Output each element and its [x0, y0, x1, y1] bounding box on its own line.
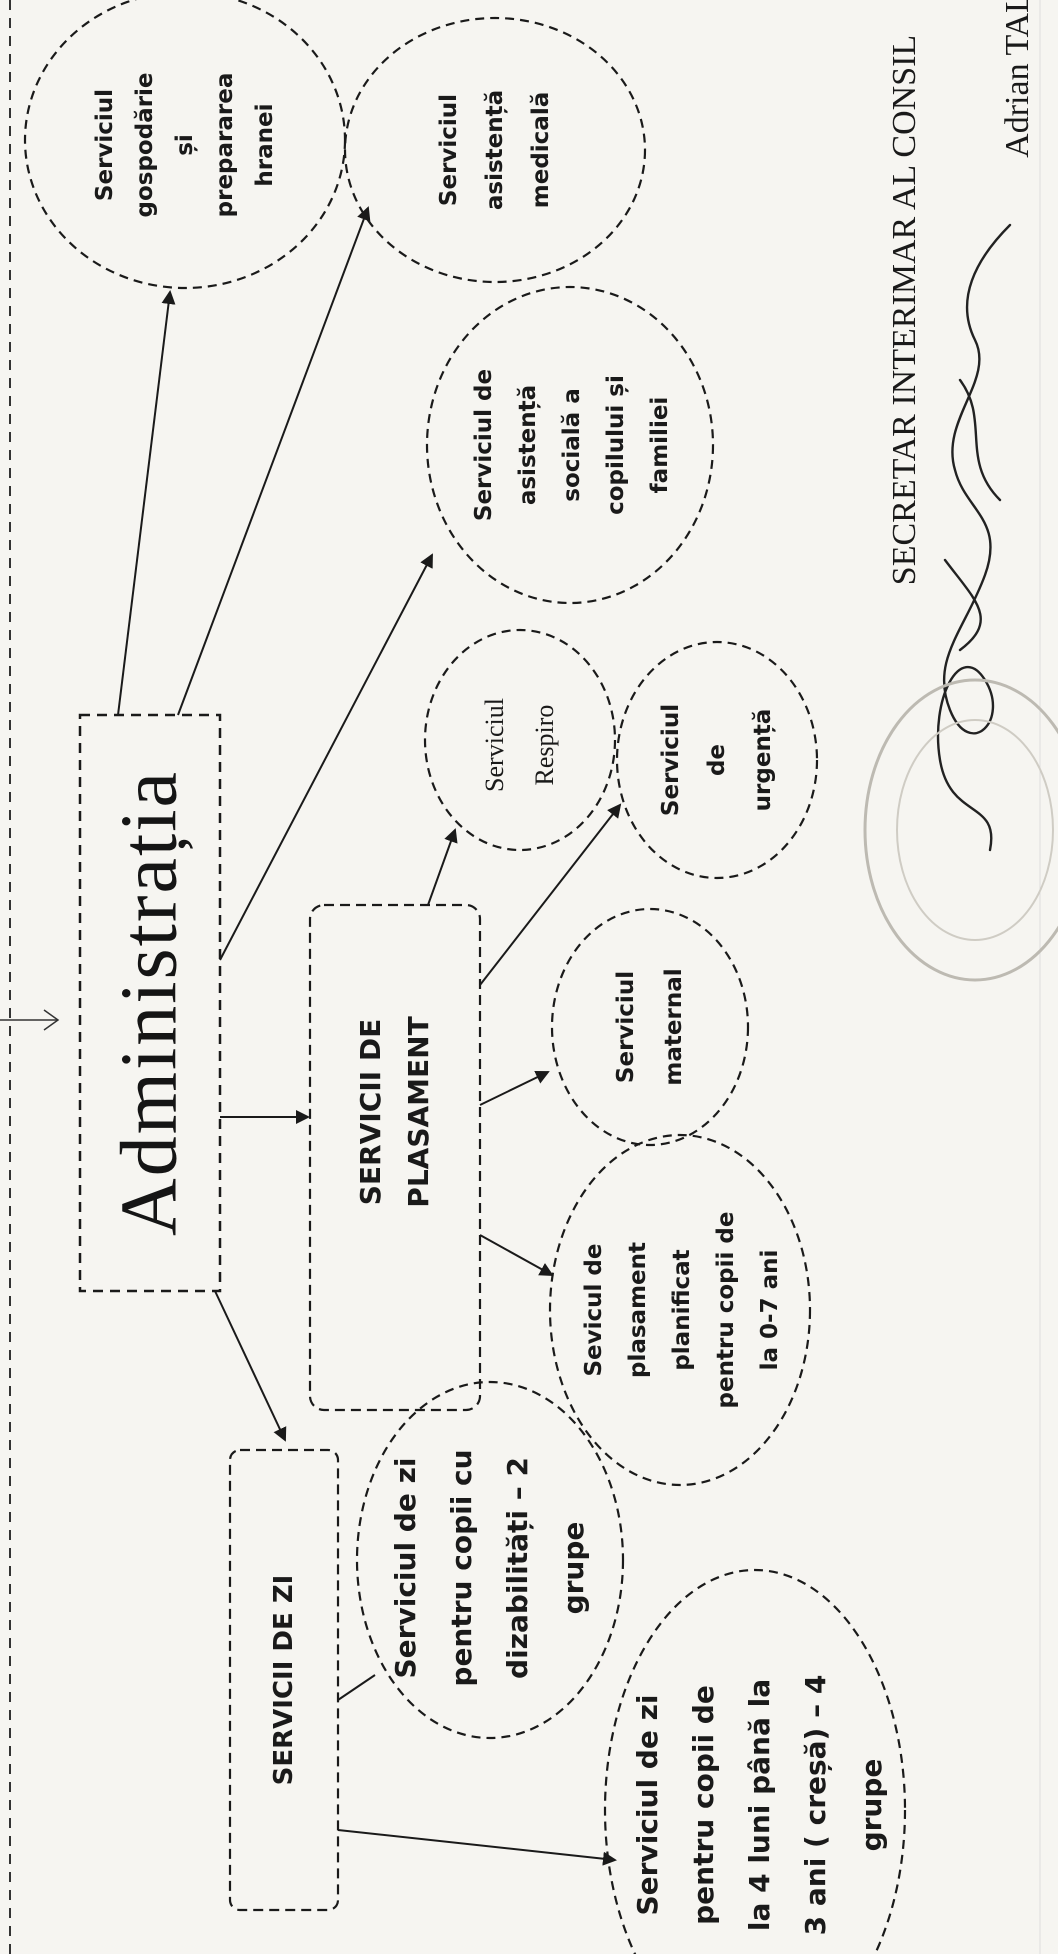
plasament-box — [308, 903, 482, 1412]
urgenta-label: Serviciul de urgență — [658, 703, 776, 817]
arrow-admin-medicala — [177, 206, 371, 716]
respiro-label: Serviciul Respiro — [480, 698, 559, 792]
zi-box — [228, 1448, 340, 1912]
sociala-node — [425, 285, 715, 605]
entry-arrow-head — [43, 1009, 60, 1031]
arrow-plasament-urgenta — [479, 803, 622, 986]
maternal-node — [550, 907, 750, 1147]
signature-title: SECRETAR INTERIMAR AL CONSIL — [886, 34, 923, 586]
gospodarie-label: Serviciul gospodărie și prepararea hrane… — [92, 72, 278, 218]
arrow-zi-dizabilitati — [337, 1674, 376, 1701]
arrow-plasament-planificat — [479, 1234, 554, 1276]
signature-name: Adrian TAL — [999, 0, 1036, 158]
admin-box — [78, 713, 222, 1293]
arrow-admin-gospodarie — [117, 290, 176, 716]
plasament-planificat-node — [548, 1133, 812, 1487]
zi-label: SERVICII DE ZI — [269, 1574, 299, 1786]
arrow-admin-zi — [214, 1290, 287, 1442]
urgenta-node — [615, 640, 819, 880]
admin-label: Administrația — [105, 770, 194, 1236]
medicala-node — [343, 16, 647, 284]
sociala-label: Serviciul de asistență socială a copilul… — [471, 368, 673, 522]
respiro-node — [423, 628, 617, 852]
zi-dizabilitati-label: Serviciul de zi pentru copii cu dizabili… — [389, 1449, 590, 1687]
arrow-plasament-maternal — [479, 1070, 550, 1106]
medicala-label: Serviciul asistență medicală — [436, 89, 554, 211]
arrow-admin-sociala — [219, 553, 433, 961]
zi-dizabilitati-node — [355, 1380, 625, 1740]
admin-label-wrap: Administrația — [105, 770, 196, 1236]
zi-cresa-label: Serviciul de zi pentru copii de la 4 lun… — [631, 1674, 888, 1936]
maternal-label: Serviciul maternal — [613, 968, 687, 1086]
plasament-planificat-label: Sevicul de plasament planificat pentru c… — [581, 1211, 783, 1409]
stamp-seal-inner — [896, 719, 1054, 941]
arrow-zi-cresa — [337, 1829, 617, 1866]
arrow-plasament-respiro — [427, 828, 458, 906]
plasament-label: SERVICII DE PLASAMENT — [354, 1016, 435, 1208]
stamp-seal — [863, 678, 1058, 982]
signature-scribble — [936, 223, 1012, 852]
zi-cresa-node — [603, 1568, 907, 1954]
